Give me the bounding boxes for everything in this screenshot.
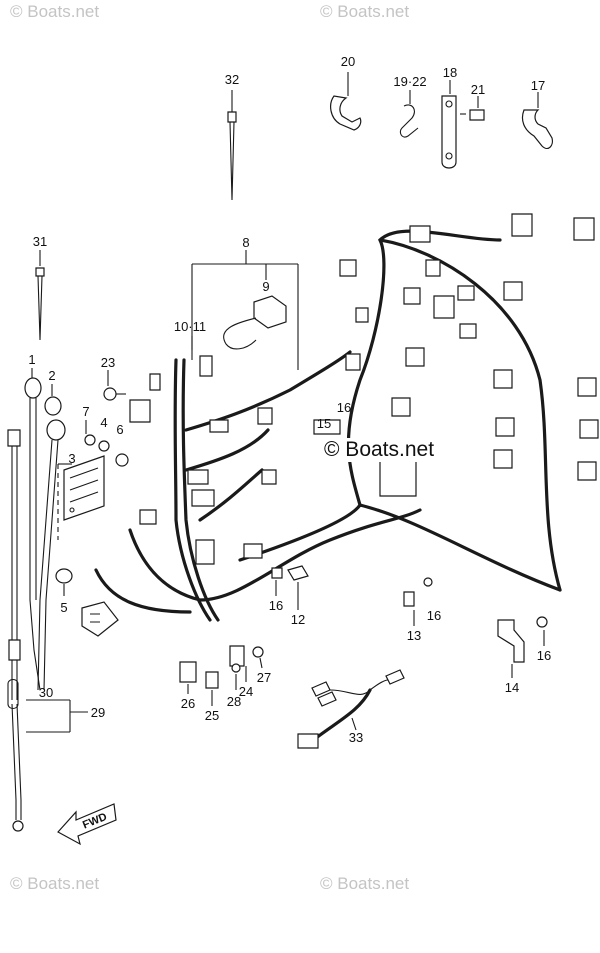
bracket-18 [441,80,457,169]
callout-25: 25 [205,708,219,723]
callout-17: 17 [531,78,545,93]
callout-29: 29 [91,705,105,720]
bolt-21 [460,96,485,121]
watermark-bottom-right: © Boats.net [320,874,410,893]
harness-connectors [81,213,599,637]
callout-bracket-3 [57,463,72,540]
callout-24: 24 [239,684,253,699]
callout-5: 5 [60,600,67,615]
callout-6: 6 [116,422,123,437]
sub-harness-33 [297,669,405,749]
callout-16-right: 16 [537,648,551,663]
bracket-14-16 [497,616,548,678]
callout-16-mid: 16 [427,608,441,623]
callout-16-top: 16 [337,400,351,415]
main-cable-left [7,429,24,832]
clamp-20 [330,72,362,131]
callout-16-lower: 16 [269,598,283,613]
cable-tie-32 [227,90,237,201]
long-tie-31 [35,250,45,341]
callout-19-22: 19·22 [393,74,426,89]
callout-7: 7 [82,404,89,419]
clip-13-16 [403,577,433,626]
clamp-17 [521,92,553,150]
callout-28: 28 [227,694,241,709]
callout-30: 30 [39,685,53,700]
callout-27: 27 [257,670,271,685]
nut-4 [98,440,110,452]
grommet-16-12 [271,565,309,610]
callout-bracket-29 [26,699,88,733]
watermark-top-right: © Boats.net [320,2,410,21]
callout-13: 13 [407,628,421,643]
ground-wire [37,419,66,691]
callout-3: 3 [68,451,75,466]
callout-4: 4 [100,415,107,430]
grommet-6 [115,453,129,467]
callout-15: 15 [317,416,331,431]
callout-10-11: 10·11 [174,319,206,334]
grommet-5 [55,568,73,596]
callout-9: 9 [262,279,269,294]
screw-23 [103,370,126,401]
callout-33: 33 [349,730,363,745]
clip-19-22 [399,90,419,138]
bracket-plate-3 [63,455,105,521]
callout-8: 8 [242,235,249,250]
callout-31: 31 [33,234,47,249]
callout-18: 18 [443,65,457,80]
fwd-arrow: FWD [57,803,117,846]
callout-32: 32 [225,72,239,87]
callout-20: 20 [341,54,355,69]
callout-2: 2 [48,368,55,383]
callout-21: 21 [471,82,485,97]
callout-14: 14 [505,680,519,695]
callout-23: 23 [101,355,115,370]
bolt-7 [84,420,96,446]
battery-cable-1 [24,368,42,691]
washer-2 [44,384,62,416]
parts-24-28 [179,645,264,706]
watermark-bottom-left: © Boats.net [10,874,100,893]
callout-bracket-8 [191,250,299,370]
watermark-top-left: © Boats.net [10,2,100,21]
watermark-center: © Boats.net [322,438,437,462]
callout-12: 12 [291,612,305,627]
callout-26: 26 [181,696,195,711]
callout-1: 1 [28,352,35,367]
